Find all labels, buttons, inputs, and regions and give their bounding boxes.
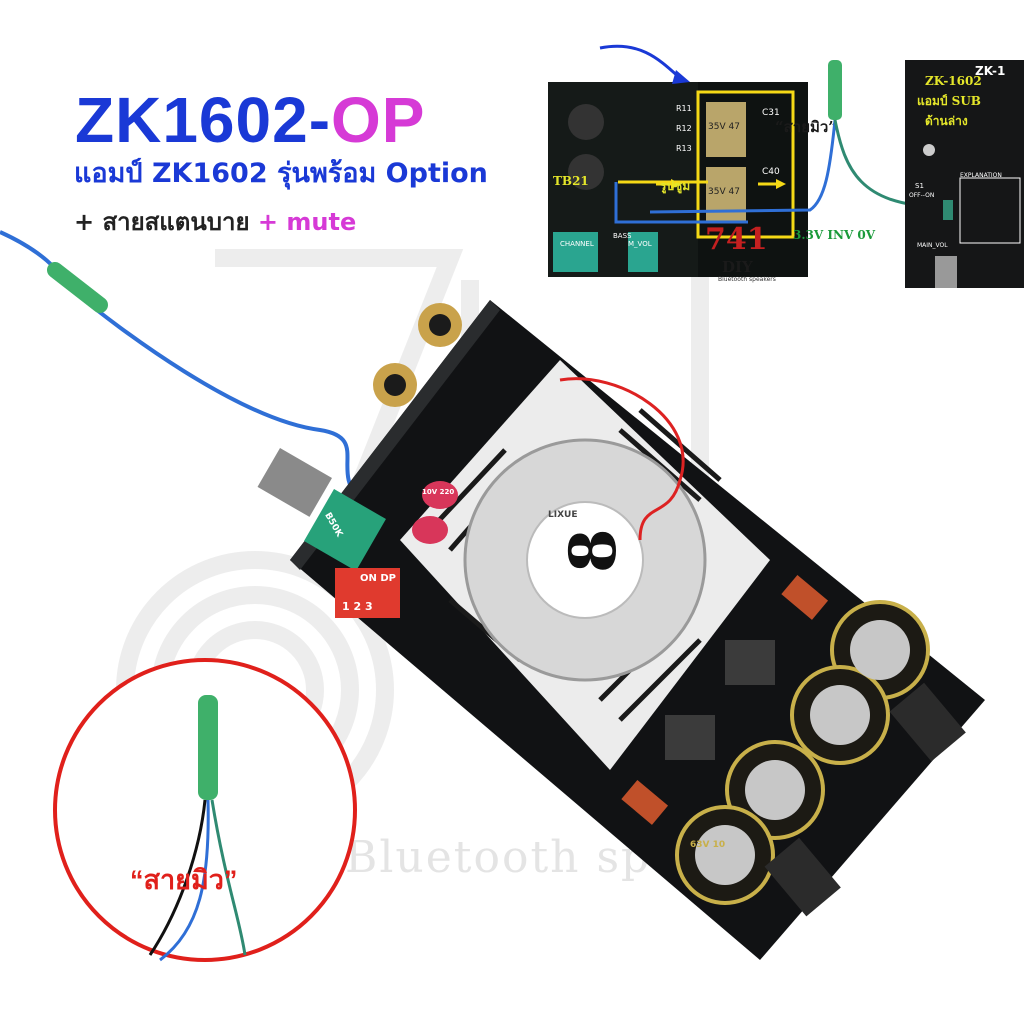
inset-cap-id-1: C31 bbox=[762, 108, 780, 118]
inset-mvol: M_VOL bbox=[628, 240, 652, 248]
inset2-graphic bbox=[923, 144, 1021, 288]
inset-cap-1: 35V 47 bbox=[708, 122, 740, 132]
inset2-header: ZK-1 bbox=[975, 64, 1006, 78]
inset-res-2: R12 bbox=[676, 124, 692, 133]
inset-cap-2: 35V 47 bbox=[708, 187, 740, 197]
dip-label: ON DP bbox=[360, 573, 396, 584]
extras-mute: + mute bbox=[257, 208, 357, 236]
page-title: ZK1602-OP bbox=[75, 88, 425, 152]
title-accent: OP bbox=[331, 84, 426, 156]
extras-line: + สายสแตนบาย + mute bbox=[74, 210, 356, 234]
small-cap-label: 10V 220 bbox=[422, 488, 455, 496]
inset2-main-vol: MAIN_VOL bbox=[917, 242, 948, 249]
inset-left-graphic bbox=[553, 82, 808, 277]
extras-standby: + สายสแตนบาย bbox=[74, 208, 250, 236]
inset2-model: ZK-1602 bbox=[925, 74, 982, 88]
big-cap-label: 63V 10 bbox=[690, 840, 726, 850]
logo-diy: DIY bbox=[722, 258, 753, 276]
inset2-line1: แอมป์ SUB bbox=[917, 94, 981, 108]
dip-numbers: 1 2 3 bbox=[342, 600, 373, 613]
inset-wire-label: “สายมิว” bbox=[775, 118, 837, 136]
inset2-explanation: EXPLANATION bbox=[960, 172, 1002, 179]
zoom-inset-left: TB21 รูปซูม CHANNEL BASS M_VOL 35V 47 35… bbox=[548, 82, 808, 277]
inset-bass: BASS bbox=[613, 232, 632, 240]
mute-wire-label: “สายมิว” bbox=[130, 865, 238, 895]
inset-res-1: R11 bbox=[676, 104, 692, 113]
zoom-inset-right: ZK-1 ZK-1602 แอมป์ SUB ด้านล่าง EXPLANAT… bbox=[905, 60, 1024, 288]
fan-brand: LIXUE bbox=[548, 510, 578, 520]
inset2-off-on: OFF--ON bbox=[909, 192, 935, 199]
inset2-s1: S1 bbox=[915, 182, 924, 190]
inset-zoom-label: รูปซูม bbox=[660, 179, 691, 193]
inset-cap-id-2: C40 bbox=[762, 167, 780, 177]
title-main: ZK1602- bbox=[75, 84, 331, 156]
inset-res-3: R13 bbox=[676, 144, 692, 153]
logo-741: 741 bbox=[705, 222, 768, 257]
inset2-line2: ด้านล่าง bbox=[925, 114, 968, 128]
svg-text:8: 8 bbox=[556, 528, 631, 573]
subtitle: แอมป์ ZK1602 รุ่นพร้อม Option bbox=[74, 158, 488, 189]
inset-channel: CHANNEL bbox=[560, 240, 594, 248]
inset-voltage: 3.3V INV 0V bbox=[793, 228, 876, 242]
logo-tagline: Bluetooth speakers bbox=[718, 276, 776, 283]
inset-tb21: TB21 bbox=[553, 174, 589, 188]
